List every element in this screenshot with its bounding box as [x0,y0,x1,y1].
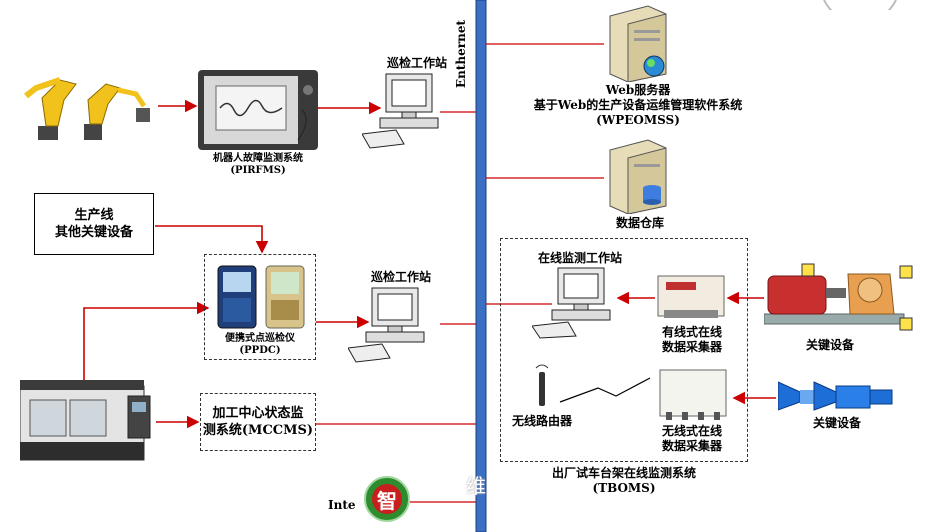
workstation-icon [348,287,425,363]
router-label: 无线路由器 [511,414,572,428]
tboms-title: 出厂试车台架在线监测系统 [551,466,696,480]
web-server-system: 基于Web的生产设备运维管理软件系统 [533,98,743,112]
wired-collector-line2: 数据采集器 [661,340,722,354]
blower-icon [778,381,893,411]
cnc-machine-icon [20,380,151,461]
pirfms-label: 机器人故障监测系统 [213,153,303,164]
workstation-icon [532,267,611,339]
tboms-frame [500,238,748,462]
other-equipment-box: 生产线 其他关键设备 [34,193,154,255]
web-server-label: Web服务器 [605,83,671,97]
pump-motor-icon [764,263,913,331]
wired-collector-line1: 有线式在线 [661,325,722,339]
key-equipment-1-label: 关键设备 [805,338,854,352]
ppdc-code: (PPDC) [239,345,281,356]
key-equipment-2-label: 关键设备 [812,416,861,430]
corner-decoration [823,0,897,10]
other-equipment-line2: 其他关键设备 [54,225,133,240]
server-icon [609,5,667,82]
database-server-icon [609,139,667,214]
handheld-analyzer-icon [217,265,305,329]
tboms-workstation-label: 在线监测工作站 [537,251,622,265]
pirfms-code: (PIRFMS) [230,165,286,176]
station-mid-label: 巡检工作站 [370,270,431,284]
mccms-frame: 加工中心状态监 测系统(MCCMS) [200,393,316,451]
mccms-line1: 加工中心状态监 [212,406,304,421]
ppdc-frame [204,254,316,360]
logo-char: 智 [372,484,402,514]
logo-overlay-text: 维 [466,474,486,498]
robot-arm-icon [24,77,150,140]
backbone-label-wrap: Enthernet [452,20,472,90]
data-warehouse-label: 数据仓库 [615,216,664,230]
mccms-line2: 测系统(MCCMS) [202,423,314,438]
web-server-code: (WPEOMSS) [596,113,680,127]
tboms-code: (TBOMS) [592,481,656,495]
other-equipment-line1: 生产线 [74,208,114,223]
wireless-collector-line1: 无线式在线 [661,424,722,438]
wired-collector-icon [657,275,725,318]
brand-logo: 智 [364,476,410,522]
wireless-collector-icon [659,369,727,420]
lightning-link-icon [559,377,651,403]
ppdc-label: 便携式点巡检仪 [225,333,295,344]
internet-label: Inte [328,498,356,512]
router-antenna-icon [535,364,549,406]
ethernet-backbone [475,0,487,532]
station-top-label: 巡检工作站 [386,56,447,70]
monitor-device-icon [198,70,318,150]
backbone-label: Enthernet [454,20,468,88]
workstation-icon [362,73,439,149]
wireless-collector-line2: 数据采集器 [661,439,722,453]
